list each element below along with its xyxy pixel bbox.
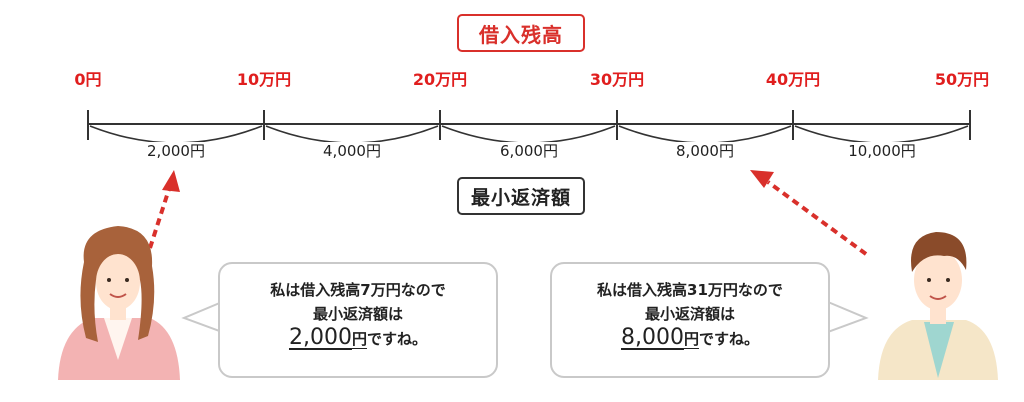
- speech-bubble-left: 私は借入残高7万円なので 最小返済額は 2,000円ですね。: [218, 262, 498, 378]
- min-payment-title: 最小返済額: [457, 177, 585, 215]
- payment-label: 10,000円: [827, 142, 937, 160]
- bubble-unit: 円: [683, 330, 699, 348]
- range-arc: [794, 125, 969, 144]
- range-arc: [441, 125, 616, 144]
- bubble-line: 最小返済額は: [312, 305, 403, 323]
- man-hair: [911, 232, 967, 272]
- arrow-shaft: [766, 180, 868, 256]
- balance-tick-label: 50万円: [934, 70, 990, 89]
- balance-title: 借入残高: [457, 14, 585, 52]
- range-arc: [618, 125, 792, 144]
- tick-marks: [87, 110, 971, 140]
- speech-bubble-right: 私は借入残高31万円なので 最小返済額は 8,000円ですね。: [550, 262, 830, 378]
- bubble-amount-line: 2,000円ですね。: [220, 326, 496, 351]
- range-arc: [265, 125, 439, 144]
- balance-tick-label: 10万円: [236, 70, 292, 89]
- bubble-amount-line: 8,000円ですね。: [552, 326, 828, 351]
- bubble-line: 私は借入残高7万円なので: [270, 281, 446, 299]
- bubble-unit: 円: [351, 330, 367, 348]
- woman-hair: [80, 226, 155, 342]
- balance-tick-label: 40万円: [765, 70, 821, 89]
- bubble-amount: 8,000: [620, 325, 684, 350]
- arrow-head: [750, 170, 774, 188]
- woman-face: [96, 254, 140, 310]
- arrow-shaft: [148, 185, 172, 249]
- bubble-line: 私は借入残高31万円なので: [597, 281, 783, 299]
- payment-label: 4,000円: [297, 142, 407, 160]
- payment-label: 8,000円: [650, 142, 760, 160]
- bubble-suffix: ですね。: [698, 330, 759, 348]
- left-pointer-arrow: [148, 170, 180, 249]
- man-illustration: [878, 232, 998, 380]
- bubble-line: 最小返済額は: [644, 305, 735, 323]
- bubble-amount: 2,000: [288, 325, 352, 350]
- man-face: [914, 250, 962, 310]
- bubble-suffix: ですね。: [366, 330, 427, 348]
- balance-tick-label: 30万円: [589, 70, 645, 89]
- right-pointer-arrow: [750, 170, 868, 256]
- payment-label: 6,000円: [474, 142, 584, 160]
- balance-tick-label: 20万円: [412, 70, 468, 89]
- arrow-head: [162, 170, 180, 192]
- payment-label: 2,000円: [121, 142, 231, 160]
- woman-illustration: [58, 226, 180, 380]
- right-bubble-tail: [827, 300, 869, 334]
- range-arc: [89, 125, 263, 144]
- range-arcs: [89, 125, 969, 144]
- left-bubble-tail: [181, 300, 223, 334]
- balance-tick-label: 0円: [74, 70, 102, 89]
